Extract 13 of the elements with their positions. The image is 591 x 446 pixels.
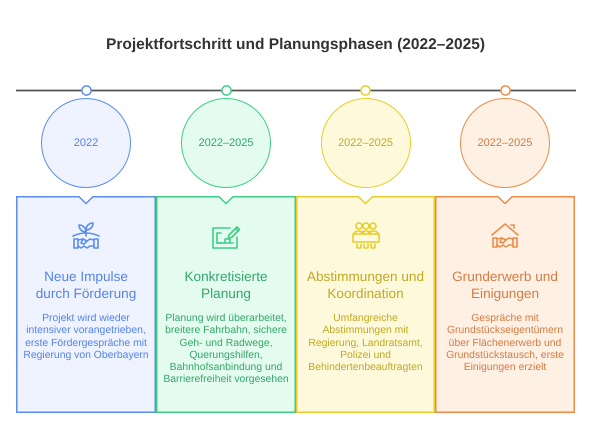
year-label: 2022–2025 <box>477 136 533 150</box>
card-heading: Abstimmungen und Koordination <box>306 269 426 302</box>
year-label: 2022–2025 <box>338 136 394 150</box>
card-heading: Grunderwerb und Einigungen <box>451 269 559 302</box>
diagram-title: Projektfortschritt und Planungsphasen (2022–2025) <box>106 36 485 54</box>
card-description: Planung wird überarbeitet, breitere Fahrbahn, sichere Geh- und Radwege, Querungshilfen, Bahnhofsanbindung und Barrierefreiheit vorgesehen <box>162 313 290 387</box>
card-heading: Konkretisierte Planung <box>183 269 269 302</box>
card-description: Umfangreiche Abstimmungen mit Regierung, Landratsamt, Polizei und Behindertenbeauftragten <box>307 313 424 374</box>
card-description: Gespräche mit Grundstückseigentümern über Flächenerwerb und Grundstückstausch, erste Einigungen erzielt <box>445 313 565 374</box>
year-label: 2022 <box>74 136 98 150</box>
year-label: 2022–2025 <box>198 136 254 150</box>
card-description: Projekt wird wieder intensiver vorangetrieben, erste Fördergespräche mit Regierung von Oberbayern <box>22 313 150 362</box>
card-heading: Neue Impulse durch Förderung <box>34 269 138 302</box>
